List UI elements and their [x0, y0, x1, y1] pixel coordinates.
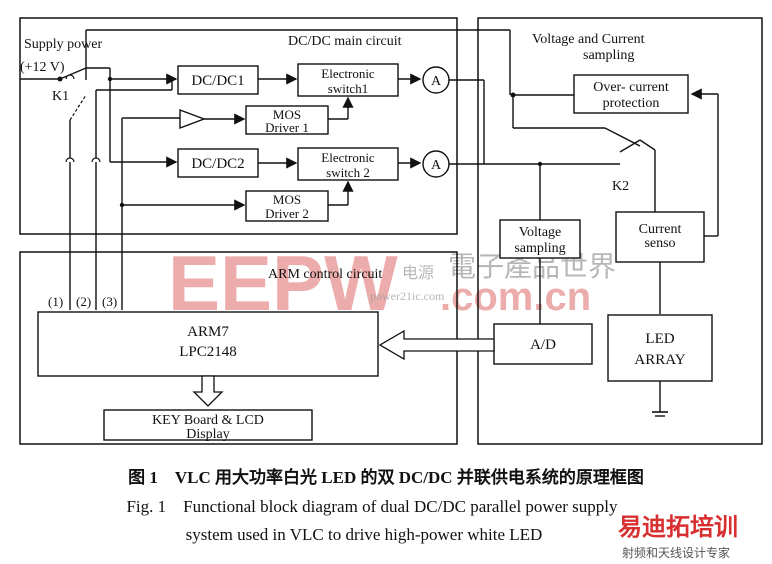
caption-en-line2: system used in VLC to drive high-power w… — [186, 525, 543, 544]
vc-title-line2: sampling — [583, 48, 634, 63]
k1-label: K1 — [52, 89, 69, 104]
ammeter1-label: A — [431, 74, 442, 89]
mos1-line1: MOS — [273, 107, 301, 122]
voltage-sampling-block — [499, 219, 581, 259]
port2-label: (2) — [76, 294, 91, 309]
watermark-domain: power21ic.com — [370, 289, 445, 303]
mos2-line1: MOS — [273, 192, 301, 207]
k2-label: K2 — [612, 179, 629, 194]
es1-line1: Electronic — [321, 66, 375, 81]
mos-driver2-block — [245, 190, 329, 222]
mos-driver1-block — [245, 105, 329, 135]
caption-en-line1: Fig. 1 Functional block diagram of dual … — [126, 497, 618, 516]
vc-title-line1: Voltage and Current — [532, 32, 645, 47]
ammeter2-label: A — [431, 158, 442, 173]
voltage-sampling-line1: Voltage — [519, 225, 562, 240]
key-lcd-block — [103, 409, 313, 441]
watermark-zh-small: 电源 — [402, 264, 434, 282]
amplifier-icon — [179, 108, 206, 130]
es1-line2: switch1 — [328, 81, 368, 96]
dcdc1-block — [177, 65, 259, 95]
led-line1: LED — [645, 331, 674, 347]
dcdc1-label: DC/DC1 — [191, 73, 244, 89]
arm-section-title: ARM control circuit — [268, 267, 382, 282]
supply-voltage: (+12 V) — [20, 60, 65, 75]
main-circuit-title: DC/DC main circuit — [288, 34, 402, 49]
supply-title: Supply power — [24, 37, 103, 52]
led-line2: ARRAY — [634, 352, 685, 368]
ocp-line2: protection — [603, 96, 660, 111]
over-current-protection-block — [573, 74, 689, 114]
port3-label: (3) — [102, 294, 117, 309]
arm7-line1: ARM7 — [187, 324, 229, 340]
electronic-switch1-block — [297, 63, 399, 97]
main-circuit-frame — [19, 17, 458, 235]
mos1-line2: Driver 1 — [265, 120, 309, 135]
watermark-dotcom: .com.cn — [440, 275, 591, 319]
led-array-block — [607, 314, 713, 382]
mos2-line2: Driver 2 — [265, 206, 309, 221]
ocp-line1: Over- current — [593, 80, 669, 95]
arm7-line2: LPC2148 — [179, 344, 237, 360]
watermark-badge-sub: 射频和天线设计专家 — [622, 545, 730, 560]
voltage-sampling-line2: sampling — [514, 241, 565, 256]
es2-line2: switch 2 — [326, 165, 370, 180]
key-line1: KEY Board & LCD — [152, 413, 264, 428]
es2-line1: Electronic — [321, 150, 375, 165]
vc-sampling-frame — [477, 17, 763, 445]
ad-label: A/D — [530, 337, 556, 353]
arm-to-key-arrow — [192, 375, 224, 407]
electronic-switch2-block — [297, 147, 399, 181]
ad-to-arm-arrow — [378, 329, 495, 361]
watermark-badge-title: 易迪拓培训 — [618, 513, 738, 541]
ad-block — [493, 323, 593, 365]
port1-label: (1) — [48, 294, 63, 309]
watermark-badge: 易迪拓培训 射频和天线设计专家 — [618, 513, 738, 560]
current-sensor-line2: senso — [644, 236, 675, 251]
dcdc2-block — [177, 148, 259, 178]
key-line2: Display — [186, 427, 230, 442]
dcdc2-label: DC/DC2 — [191, 156, 244, 172]
caption-cn: 图 1 VLC 用大功率白光 LED 的双 DC/DC 并联供电系统的原理框图 — [128, 467, 644, 487]
current-sensor-line1: Current — [639, 222, 682, 237]
